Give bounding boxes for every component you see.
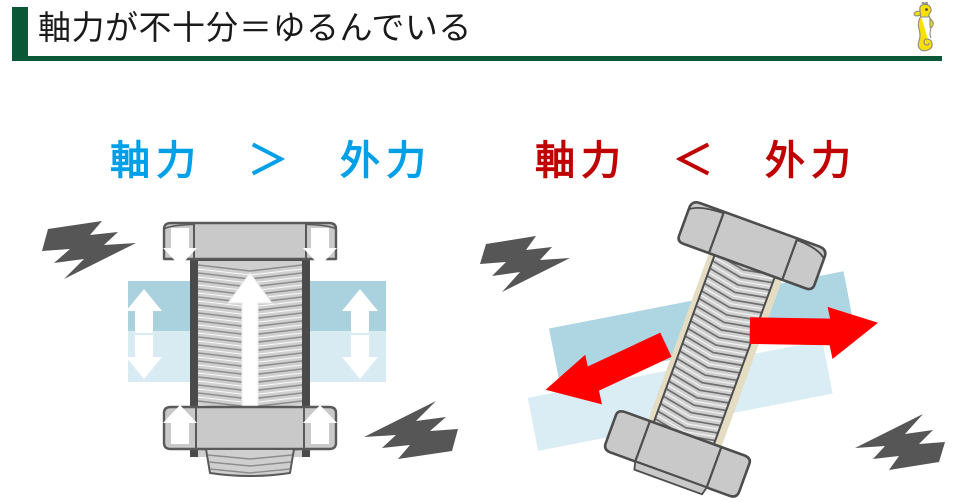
heading-axial-greater-than-external: 軸力 ＞ 外力 [110,139,432,183]
slide-header: 軸力が不十分＝ゆるんでいる [0,0,955,66]
title-accent-bar [12,7,28,57]
properly-tightened-bolt-diagram [40,215,460,480]
slip-arrow-left [545,332,672,405]
bolt-assembly-tilted [603,201,827,498]
plate-up-arrow-right [342,289,378,333]
plate-reaction-arrows [126,289,378,379]
head-down-arrow-left [163,228,197,266]
plate-up-arrow-left [126,289,162,333]
heading-axial-less-than-external: 軸力 ＜ 外力 [535,139,857,183]
shock-arrow-bottom-right [364,401,458,459]
bolt-assembly [162,221,338,477]
shock-arrows [42,221,458,459]
bolt-nut [162,405,338,451]
bolt-threads [648,249,778,456]
page-title: 軸力が不十分＝ゆるんでいる [38,9,472,46]
slip-arrow-right [749,306,878,360]
nut-up-arrow-left [163,405,197,444]
head-down-arrow-right [303,228,337,266]
bolt-head [162,221,338,261]
shock-arrow-top-left [480,236,570,292]
shock-arrows [480,236,945,470]
title-underline-rule [12,56,942,61]
loosened-bolt-diagram [480,201,945,498]
plate-down-arrow-right [342,335,378,379]
bolt-nut [603,409,752,498]
shock-arrow-top-left [42,221,136,279]
plate-down-arrow-left [126,335,162,379]
shock-arrow-bottom-right [855,414,945,470]
bolt-tip-threads [205,448,295,477]
seahorse-logo-icon [907,1,941,54]
nut-clamp-arrows [163,405,337,444]
bolt-head [677,201,827,291]
head-clamp-arrows [163,228,337,266]
slip-arrows [545,306,878,405]
nut-up-arrow-right [303,405,337,444]
